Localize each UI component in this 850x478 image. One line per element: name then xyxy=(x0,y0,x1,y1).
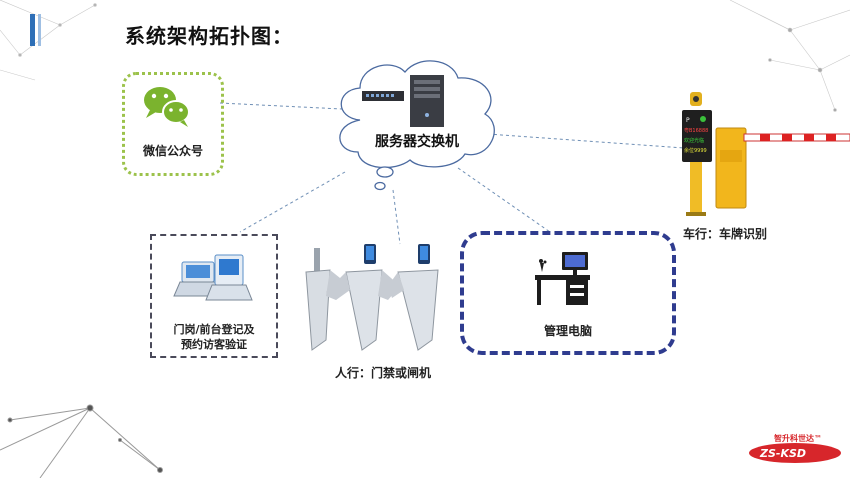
registration-label-line1: 门岗/前台登记及 xyxy=(173,323,255,336)
pc-label: 管理电脑 xyxy=(543,324,592,338)
server-label: 服务器交换机 xyxy=(375,134,459,150)
display-line-1: 粤B16888 xyxy=(684,127,708,134)
title-accent-bar xyxy=(30,14,35,46)
page-title: 系统架构拓扑图： xyxy=(125,24,293,48)
logo-top-text: 智升科世达™ xyxy=(774,433,822,443)
title-accent-bar-light xyxy=(38,14,41,46)
logo-main-text: ZS-KSD xyxy=(759,447,806,460)
link-server-parking xyxy=(487,133,685,149)
registration-node-frame xyxy=(150,234,278,358)
link-server-pc xyxy=(457,167,551,233)
wechat-node-frame xyxy=(122,72,224,176)
registration-label: 门岗/前台登记及 预约访客验证 xyxy=(150,322,278,352)
gates-label: 人行：门禁或闸机 xyxy=(334,366,431,380)
link-server-registration xyxy=(239,171,346,233)
display-line-2: 欢迎光临 xyxy=(684,137,704,144)
display-line-3: 余位9999 xyxy=(684,147,707,154)
wechat-label: 微信公众号 xyxy=(142,144,203,158)
parking-label: 车行：车牌识别 xyxy=(683,227,768,241)
registration-label-line2: 预约访客验证 xyxy=(181,338,247,351)
svg-text:P: P xyxy=(686,117,690,124)
pc-node-frame xyxy=(460,231,676,355)
